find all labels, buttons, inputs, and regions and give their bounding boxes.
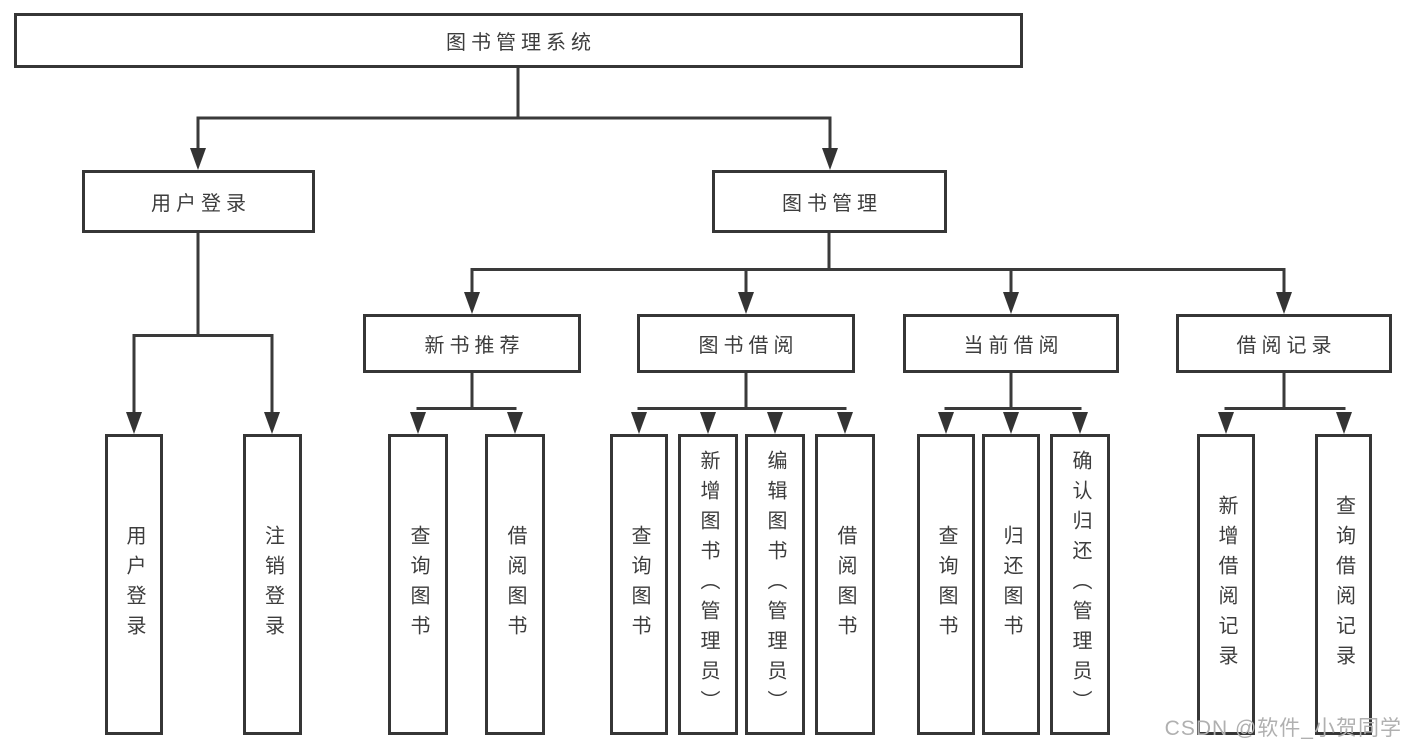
node-current-borrow: 当前借阅 (903, 314, 1119, 373)
node-book-management: 图书管理 (712, 170, 947, 233)
leaf-logout: 注销登录 (243, 434, 302, 735)
node-borrow-records: 借阅记录 (1176, 314, 1392, 373)
csdn-watermark: CSDN @软件_小贺同学 (1164, 717, 1402, 740)
leaf-user-login: 用户登录 (105, 434, 163, 735)
leaf-add-book-admin: 新增图书（管理员） (678, 434, 738, 735)
leaf-query-books-borrow: 查询图书 (610, 434, 668, 735)
leaf-query-books-newbook: 查询图书 (388, 434, 448, 735)
leaf-borrow-books-newbook: 借阅图书 (485, 434, 545, 735)
leaf-edit-book-admin: 编辑图书（管理员） (745, 434, 805, 735)
leaf-query-books-current: 查询图书 (917, 434, 975, 735)
node-root: 图书管理系统 (14, 13, 1023, 68)
leaf-borrow-books-borrow: 借阅图书 (815, 434, 875, 735)
node-user-login: 用户登录 (82, 170, 315, 233)
leaf-return-book: 归还图书 (982, 434, 1040, 735)
node-book-borrow: 图书借阅 (637, 314, 855, 373)
node-new-book-recommend: 新书推荐 (363, 314, 581, 373)
leaf-query-borrow-record: 查询借阅记录 (1315, 434, 1372, 735)
leaf-add-borrow-record: 新增借阅记录 (1197, 434, 1255, 735)
leaf-confirm-return-admin: 确认归还（管理员） (1050, 434, 1110, 735)
